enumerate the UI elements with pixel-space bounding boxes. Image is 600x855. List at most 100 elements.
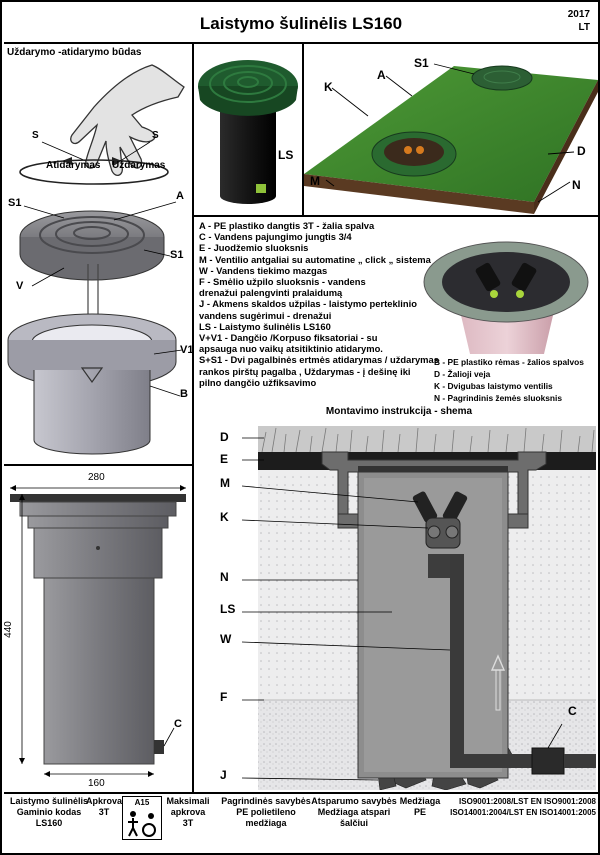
footer-resistance-value-2: šalčiui [339,818,368,828]
footer-properties: Pagrindinės savybės PE polietileno medži… [214,796,318,829]
legend-item: F - Smėlio užpilo sluoksnis - vandens [199,276,366,288]
s1-leader [23,205,65,219]
lawn-lid [471,65,533,91]
year-country: 2017 LT [568,8,590,34]
b-label: B [180,388,188,400]
legend-right-item: N - Pagrindinis žemės sluoksnis [434,393,562,403]
legend-item: vandens sugėrimui - drenažui [199,309,332,321]
lawn-a-label: A [377,68,386,82]
valve-photo [423,241,589,354]
footer-resistance-label: Atsparumo savybės [311,796,397,806]
legend-right-item: K - Dvigubas laistymo ventilis [434,381,553,391]
legend-item: pilno dangčio užfiksavimo [199,376,317,388]
v-label: V [16,280,24,292]
legend-item: M - Ventilio antgaliai su automatine „ c… [199,253,431,265]
a-lawn-leader [385,75,413,97]
s1-right-leader [143,249,171,257]
footer-resistance: Atsparumo savybės Medžiaga atspari šalči… [310,796,398,829]
dimension-drawing [10,485,186,777]
lawn-m-label: M [310,174,320,188]
footer-material-value: PE [413,807,426,817]
footer-load-value: 3T [98,807,110,817]
product-body [220,106,276,204]
install-label-ls: LS [220,602,236,616]
divider-left-row [4,464,194,466]
lid-side [19,237,165,281]
install-label-w: W [220,632,232,646]
legend-item: A - PE plastiko dangtis 3T - žalia spalv… [199,220,375,231]
install-leaders [241,437,563,781]
footer-properties-value-1: PE polietileno [236,807,296,817]
footer-table: Laistymo šulinėlis Gaminio kodas LS160 A… [6,796,598,854]
v1-leader [153,349,183,355]
valve-green-dot-2 [516,290,524,298]
footer-load: Apkrova 3T [86,796,122,818]
b-leader [149,385,181,397]
legend-item: E - Juodžemio sluoksnis [199,242,309,254]
product-ls-label: LS [278,148,294,162]
lawn-valve-2 [416,146,424,154]
page-title: Laistymo šulinėlis LS160 [199,14,403,33]
title-bar: Laistymo šulinėlis LS160 2017 LT [4,4,598,44]
dim-connector [154,740,164,754]
m-leader [325,179,335,187]
v1-label: V1 [180,344,194,356]
valve-k [412,491,468,549]
lawn-k-label: K [324,80,333,94]
install-label-e: E [220,452,229,466]
n-leader [537,181,571,203]
footer-certificates: ISO9001:2008/LST EN ISO9001:2008 ISO1400… [444,796,596,818]
footer-product-label: Laistymo šulinėlis [9,796,89,806]
divider-left [192,44,194,464]
legend-item: S+S1 - Dvi pagalbinės ertmės atidarymas … [199,354,439,366]
legend-item: C - Vandens pajungimo jungtis 3/4 [199,231,352,243]
lawn-valve-1 [404,146,412,154]
footer-max-load: Maksimali apkrova 3T [162,796,214,829]
product-lid-ring-1 [209,65,287,103]
lawn-s1-label: S1 [414,56,429,70]
supply-pipe-horizontal [450,754,546,768]
v-leader [31,267,65,287]
dim-fixing-hole [96,546,100,550]
dim-bottom-arrow-right [148,771,154,777]
lid-ring-1 [39,216,145,254]
lid-ring-3 [73,226,111,240]
exploded-view [7,201,183,455]
valve-right [511,262,537,292]
close-label: Uždarymas [112,160,166,171]
s1-lawn-leader [433,63,475,75]
s-right-label: S [152,130,159,141]
divider-row [192,215,598,217]
dim-lid [10,494,186,502]
legend-item: V+V1 - Dangčio /Korpuso fiksatoriai - su [199,332,378,344]
product-lid-ring-2 [223,71,273,95]
lawn-soil [304,174,534,214]
dim-top-value: 280 [88,472,105,483]
footer-max-load-sublabel: apkrova [170,807,206,817]
hand-illustration [19,64,185,185]
install-heading: Montavimo instrukcija - shema [325,406,473,417]
a-label: A [176,190,184,202]
dim-tube [43,577,155,765]
side-left-lug [337,513,359,529]
footer-properties-label: Pagrindinės savybės [221,796,311,806]
s1-top-label: S1 [8,197,22,209]
product-connector [256,184,266,193]
product-lid-ring-3 [237,76,259,88]
legend-item: LS - Laistymo šulinėlis LS160 [199,320,331,332]
lid-ring-2 [55,221,129,247]
s-left-leader [41,141,87,162]
footer-load-class-label: A15 [134,798,150,807]
lawn-open-well-inside [384,138,444,166]
dim-height-value: 440 [2,621,14,638]
s1-right-label: S1 [170,249,184,261]
open-close-heading: Uždarymo -atidarymo būdas [7,47,142,58]
install-label-k: K [220,510,229,524]
d-leader [547,151,575,155]
footer-product: Laistymo šulinėlis Gaminio kodas LS160 [6,796,92,829]
divider-left-bottom [192,464,194,792]
lawn-photo [304,63,598,214]
footer-resistance-value-1: Medžiaga atspari [317,807,391,817]
legend-right-item: B - PE plastiko rėmas - žalios spalvos [434,357,584,367]
side-right-lug [507,513,529,529]
